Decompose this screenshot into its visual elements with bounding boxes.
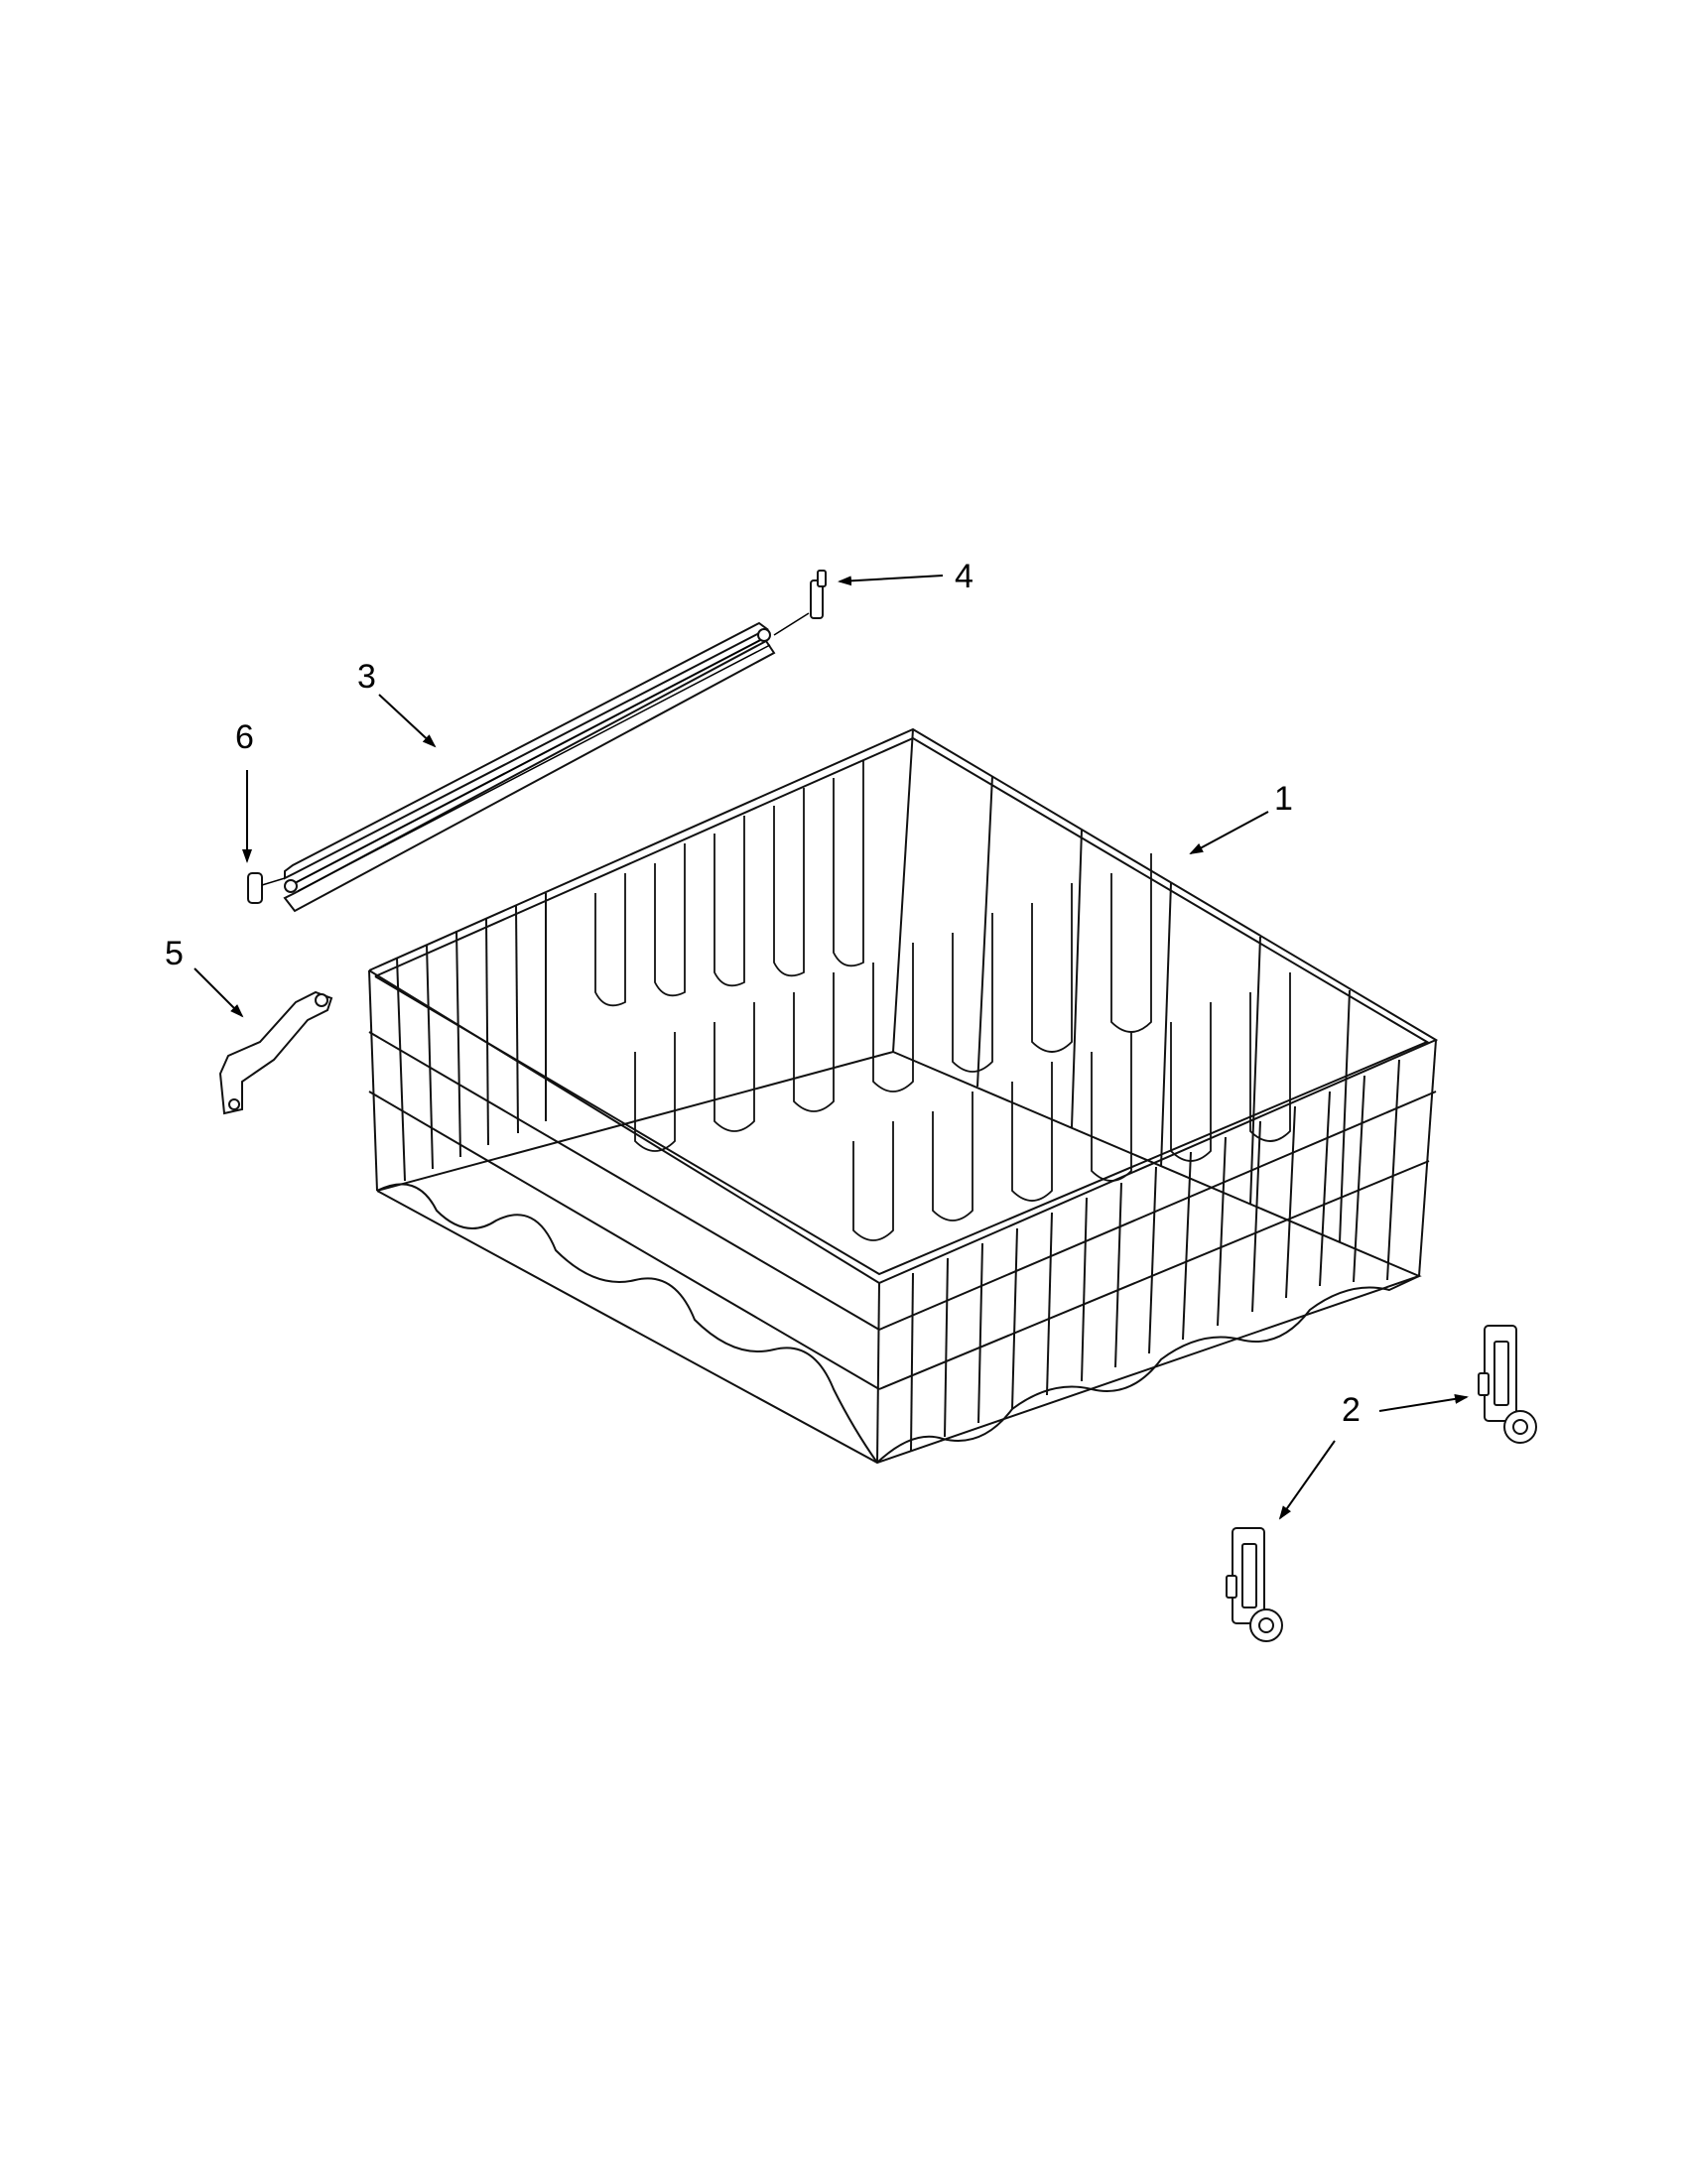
callout-1: 1	[1274, 780, 1293, 818]
leader-lines	[194, 575, 1469, 1520]
rack-adjuster-part-back	[1478, 1325, 1537, 1444]
leader-line-4	[838, 575, 944, 586]
rack-rail-part	[283, 621, 776, 913]
callout-2: 2	[1342, 1391, 1361, 1429]
callout-6: 6	[235, 718, 254, 756]
leader-line-2a	[1378, 1393, 1469, 1412]
leader-line-2b	[1278, 1440, 1336, 1520]
rack-stop-arm-part	[218, 990, 333, 1115]
callout-3: 3	[357, 658, 376, 696]
callout-5: 5	[165, 935, 184, 972]
upper-dishrack-part	[368, 727, 1439, 1465]
leader-line-3	[378, 694, 437, 748]
callout-labels: 4 3 6 5 1 2	[165, 558, 1361, 1429]
leader-line-1	[1189, 811, 1269, 854]
callout-4: 4	[955, 558, 973, 595]
rack-adjuster-part-front	[1226, 1527, 1283, 1642]
rail-end-cap-part-top	[773, 570, 827, 636]
leader-line-5	[194, 967, 244, 1018]
rail-end-cap-part-left	[247, 872, 286, 904]
